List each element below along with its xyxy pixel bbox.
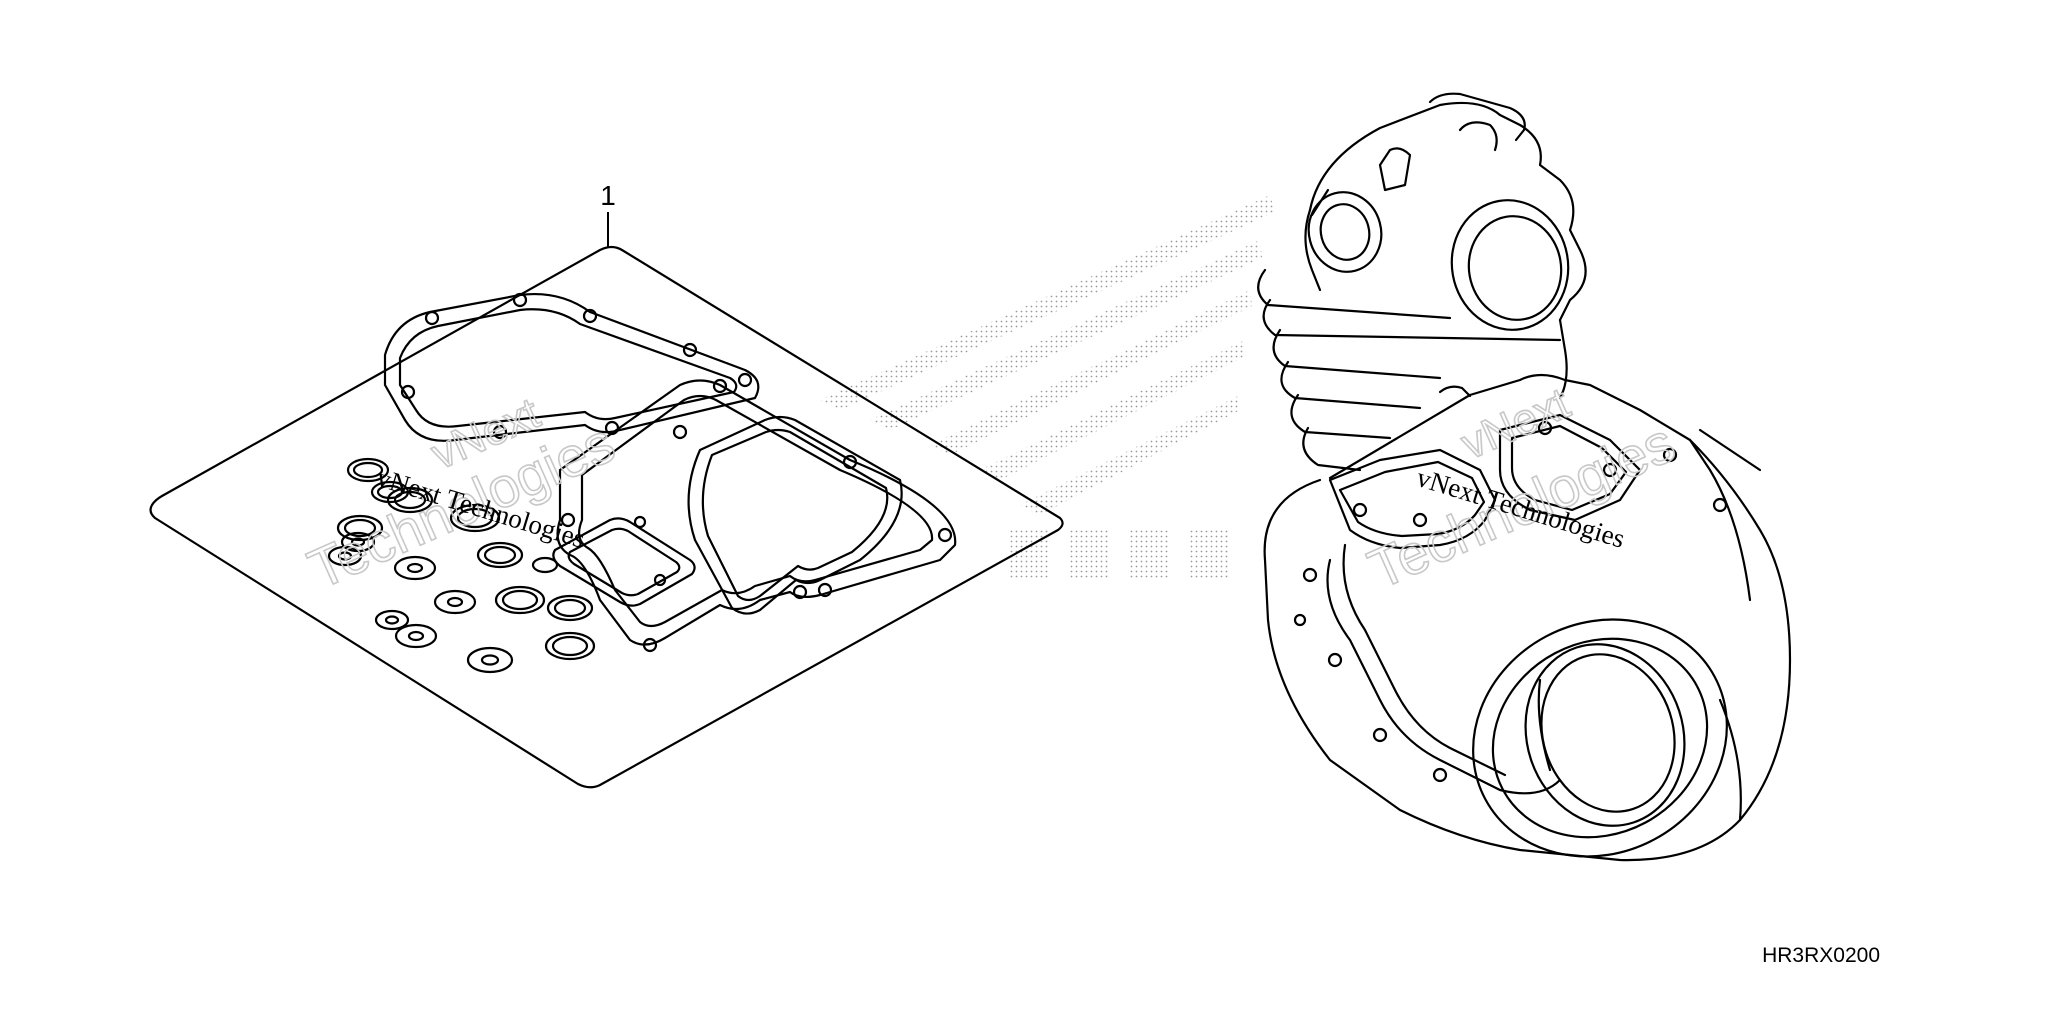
kit-sheet-outline (149, 245, 1064, 789)
crankcase-gasket-outline (1326, 558, 1562, 795)
crankcase (1263, 373, 1792, 862)
exhaust-port (1450, 199, 1570, 331)
o-rings-washers (327, 457, 596, 674)
part-number-label: 1 (600, 180, 616, 211)
engine-assembly (1257, 92, 1792, 862)
part-callout-1[interactable]: 1 (600, 180, 616, 248)
crankcase-gasket (556, 378, 957, 653)
main-bearing-housing (1472, 618, 1728, 858)
cylinder-head (1308, 101, 1587, 322)
base-gasket (687, 415, 903, 615)
diagram-code: HR3RX0200 (1762, 944, 1880, 967)
cylinder-fins (1257, 268, 1568, 472)
cover-gasket (383, 292, 760, 442)
intake-port (1307, 191, 1383, 273)
honda-wing-emblem (820, 195, 1275, 580)
gasket-kit[interactable] (149, 245, 1064, 789)
